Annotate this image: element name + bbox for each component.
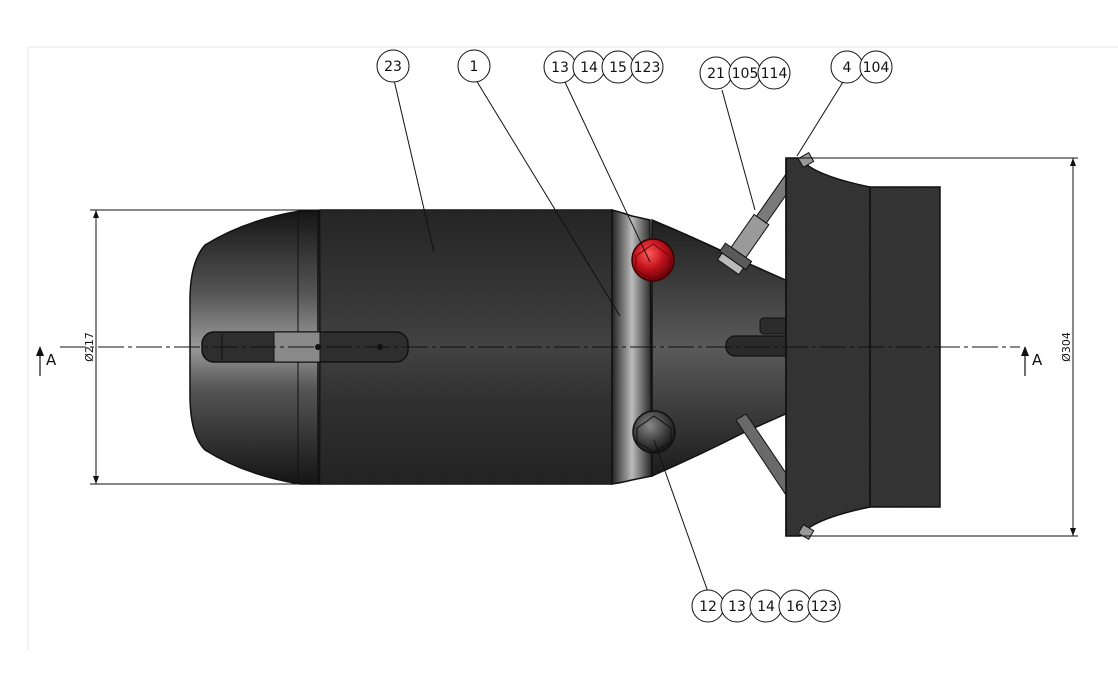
- balloon-label: 12: [699, 599, 717, 615]
- balloon-circle: [376, 49, 410, 83]
- balloon-label: 1: [470, 59, 479, 75]
- balloon-circle: [457, 49, 491, 83]
- leader-12: [653, 439, 709, 593]
- grey-plug: [632, 410, 676, 454]
- section-label-right: A: [1032, 351, 1043, 369]
- red-plug: [631, 238, 675, 282]
- balloon-group-g13: 13 14 15 123: [543, 50, 664, 84]
- balloon-group-g4: 4 104: [830, 50, 893, 84]
- balloon-label: 14: [580, 60, 598, 76]
- dimension-label-217: Ø217: [83, 332, 96, 362]
- balloon-label: 4: [843, 60, 852, 76]
- leader-23: [393, 79, 435, 253]
- balloon-label: 21: [707, 66, 725, 82]
- dimension-body-diameter: Ø217: [83, 209, 320, 485]
- leader-lines: [393, 79, 844, 593]
- leader-21: [721, 89, 756, 211]
- balloon-group-g23: 23: [376, 49, 410, 83]
- balloon-label: 114: [761, 66, 788, 82]
- leader-4: [796, 81, 844, 157]
- balloon-label: 13: [551, 60, 569, 76]
- balloon-label: 123: [811, 599, 838, 615]
- front-flange: [785, 151, 941, 541]
- balloon-circle: [807, 589, 841, 623]
- dimension-flange-diameter: Ø304: [800, 157, 1078, 537]
- balloon-label: 16: [786, 599, 804, 615]
- balloon-circle: [757, 56, 791, 90]
- balloon-label: 104: [863, 60, 890, 76]
- leader-13: [563, 79, 651, 263]
- balloon-circle: [630, 50, 664, 84]
- section-marker-left: A: [36, 346, 57, 376]
- balloon-label: 14: [757, 599, 775, 615]
- section-marker-right: A: [1021, 346, 1043, 376]
- balloon-label: 15: [609, 60, 627, 76]
- balloon-label: 23: [384, 59, 402, 75]
- balloon-label: 13: [728, 599, 746, 615]
- balloon-group-g12: 12 13 14 16 123: [691, 589, 841, 623]
- balloon-label: 123: [634, 60, 661, 76]
- dimension-label-304: Ø304: [1060, 332, 1073, 362]
- section-label-left: A: [46, 351, 57, 369]
- balloon-circle: [859, 50, 893, 84]
- balloon-group-g1: 1: [457, 49, 491, 83]
- leader-1: [475, 79, 621, 317]
- balloon-label: 105: [732, 66, 759, 82]
